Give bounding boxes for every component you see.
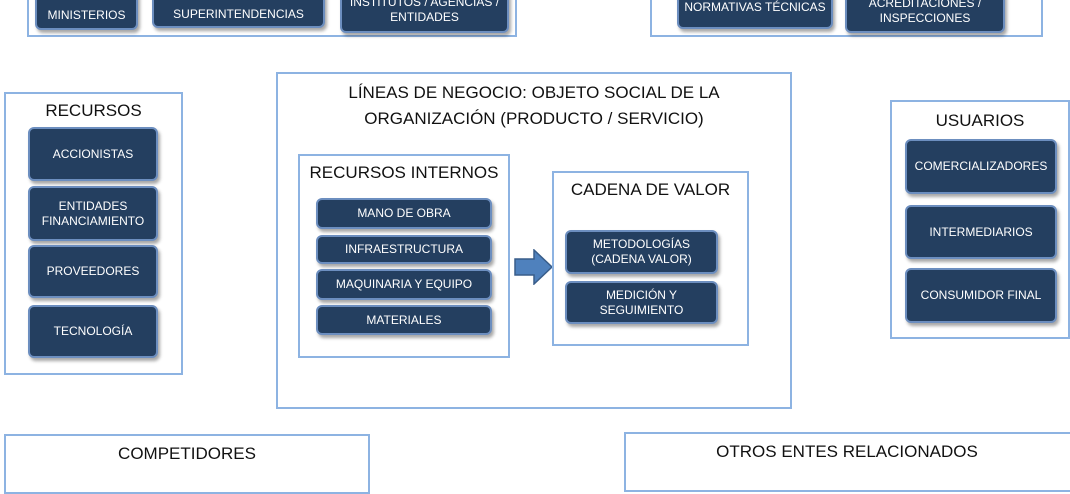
box-entidades-financiamiento: ENTIDADES FINANCIAMIENTO: [28, 186, 158, 241]
cadena-title: CADENA DE VALOR: [570, 180, 731, 199]
box-proveedores: PROVEEDORES: [28, 245, 158, 298]
recursos-title: RECURSOS: [45, 101, 142, 120]
right-arrow-icon: [514, 249, 554, 285]
box-superintendencias: SUPERINTENDENCIAS: [152, 0, 325, 28]
box-acreditaciones: ACREDITACIONES / INSPECCIONES: [845, 0, 1005, 33]
usuarios-title: USUARIOS: [935, 111, 1025, 130]
box-intermediarios: INTERMEDIARIOS: [905, 205, 1057, 259]
box-mano-obra: MANO DE OBRA: [316, 198, 492, 229]
competidores-frame: COMPETIDORES: [4, 434, 370, 494]
otros-title: OTROS ENTES RELACIONADOS: [716, 442, 978, 461]
box-infraestructura: INFRAESTRUCTURA: [316, 235, 492, 264]
box-metodologias: METODOLOGÍAS (CADENA VALOR): [565, 230, 718, 274]
negocio-title-1: LÍNEAS DE NEGOCIO: OBJETO SOCIAL DE LA: [348, 83, 720, 102]
box-medicion: MEDICIÓN Y SEGUIMIENTO: [565, 281, 718, 324]
competidores-title: COMPETIDORES: [118, 444, 256, 463]
box-institutos: INSTITUTOS / AGENCIAS / ENTIDADES: [340, 0, 509, 33]
negocio-title-2: ORGANIZACIÓN (PRODUCTO / SERVICIO): [364, 109, 704, 128]
box-tecnologia: TECNOLOGÍA: [28, 305, 158, 358]
box-maquinaria: MAQUINARIA Y EQUIPO: [316, 269, 492, 300]
box-consumidor-final: CONSUMIDOR FINAL: [905, 268, 1057, 323]
internos-title: RECURSOS INTERNOS: [309, 163, 499, 182]
otros-frame: OTROS ENTES RELACIONADOS: [624, 432, 1070, 492]
box-comercializadores: COMERCIALIZADORES: [905, 139, 1057, 194]
box-accionistas: ACCIONISTAS: [28, 127, 158, 181]
box-normativas: NORMATIVAS TÉCNICAS: [677, 0, 833, 29]
box-ministerios: MINISTERIOS: [35, 0, 138, 30]
box-materiales: MATERIALES: [316, 305, 492, 335]
